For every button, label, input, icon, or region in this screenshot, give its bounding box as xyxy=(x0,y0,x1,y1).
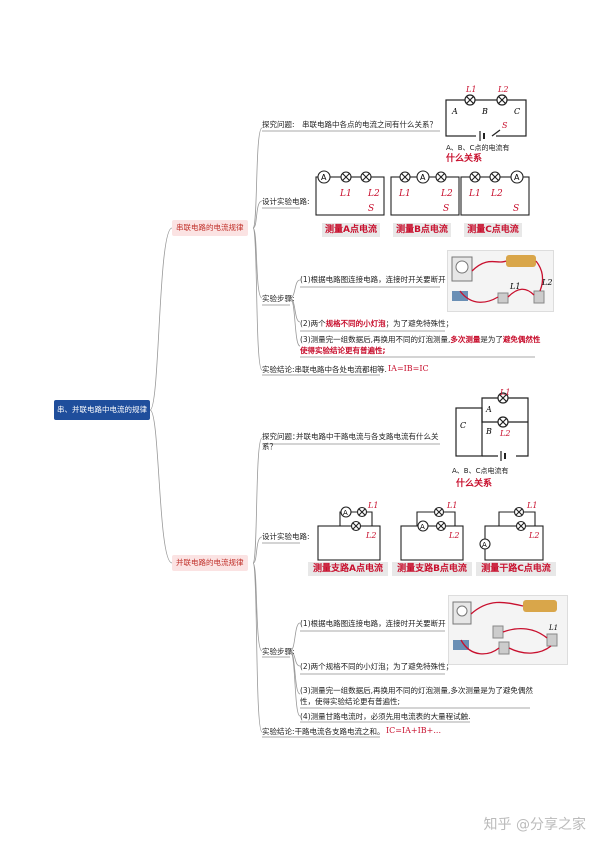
series-step-2-post: ；为了避免特殊性； xyxy=(385,319,454,328)
series-b-l1: L1 xyxy=(398,189,411,199)
photo-l2: L2 xyxy=(541,278,552,287)
parallel-explore-l2: L2 xyxy=(499,429,510,438)
parallel-a-l1: L1 xyxy=(367,501,378,510)
parallel-circuit-b: A L1 L2 xyxy=(400,501,464,561)
series-c-l2: L2 xyxy=(490,189,503,199)
series-design-label: 设计实验电路: xyxy=(262,197,310,206)
series-step-2-pre: (2)两个 xyxy=(300,319,326,328)
series-circuit-a: A L1 L2 S xyxy=(315,170,385,216)
series-explore-circuit: L1 L2 A B C S xyxy=(445,85,527,141)
parallel-b-l1: L1 xyxy=(446,501,457,510)
parallel-point-b: B xyxy=(485,427,492,436)
series-b-s: S xyxy=(443,204,449,214)
parallel-circuit-c: A L1 L2 xyxy=(479,501,544,561)
series-caption-c: 测量C点电流 xyxy=(464,223,522,237)
series-explore-caption-a: A、B、C点的电流有 xyxy=(446,144,510,152)
parallel-caption-c: 测量干路C点电流 xyxy=(476,562,556,576)
series-b-l2: L2 xyxy=(440,189,453,199)
parallel-a-l2: L2 xyxy=(365,531,376,540)
series-l1-label: L1 xyxy=(465,85,476,94)
series-caption-a: 测量A点电流 xyxy=(322,223,380,237)
series-circuit-c: A L1 L2 S xyxy=(460,170,530,216)
series-step-2-red: 规格不同的小灯泡 xyxy=(325,319,386,328)
ammeter-b-icon: A xyxy=(420,173,426,182)
point-a-label: A xyxy=(451,107,458,116)
series-step-2: (2)两个规格不同的小灯泡；为了避免特殊性； xyxy=(300,319,453,329)
watermark: 知乎 @分享之家 xyxy=(483,817,586,833)
parallel-b-l2: L2 xyxy=(448,531,459,540)
parallel-explore-text-1: 并联电路中干路电流与各支路电流有什么关 xyxy=(296,432,439,441)
parallel-c-ammeter-icon: A xyxy=(482,541,487,549)
parallel-a-ammeter-icon: A xyxy=(343,509,348,517)
series-step-3-line-1: (3)测量完一组数据后,再换用不同的灯泡测量,多次测量是为了避免偶然性 xyxy=(300,335,540,345)
series-step-3-mid: 是为了 xyxy=(480,335,503,344)
ammeter-c-icon: A xyxy=(514,173,520,182)
series-experiment-photo: L1 L2 xyxy=(447,250,554,312)
parallel-steps-label: 实验步骤: xyxy=(262,647,295,656)
parallel-step-2: (2)两个规格不同的小灯泡；为了避免特殊性； xyxy=(300,662,454,671)
parallel-design-label: 设计实验电路: xyxy=(262,532,310,541)
series-step-3-red: 多次测量 xyxy=(450,335,481,344)
parallel-caption-b: 测量支路B点电流 xyxy=(392,562,472,576)
parallel-b-ammeter-icon: A xyxy=(420,523,425,531)
series-step-3-red2: 避免偶然性 xyxy=(502,335,541,344)
series-steps-label: 实验步骤: xyxy=(262,294,295,303)
series-c-l1: L1 xyxy=(468,189,481,199)
parallel-explore-circuit: L1 L2 A B C xyxy=(455,388,529,461)
series-l2-label: L2 xyxy=(497,85,508,94)
point-c-label: C xyxy=(514,107,520,116)
series-formula: IA=IB=IC xyxy=(388,364,429,373)
series-explore-label: 探究问题: xyxy=(262,120,295,129)
parallel-c-l1: L1 xyxy=(526,501,537,510)
point-b-label: B xyxy=(481,107,488,116)
series-conclusion: 实验结论:串联电路中各处电流都相等. xyxy=(262,365,387,374)
parallel-step-3-line-1: (3)测量完一组数据后,再换用不同的灯泡测量,多次测量是为了避免偶然 xyxy=(300,686,533,695)
switch-s-label: S xyxy=(502,121,508,130)
parallel-caption-a: 测量支路A点电流 xyxy=(308,562,388,576)
parallel-photo-l1: L1 xyxy=(548,624,558,632)
parallel-step-1: (1)根据电路图连接电路，连接时开关要断开 xyxy=(300,619,446,628)
parallel-explore-l1: L1 xyxy=(499,388,510,397)
parallel-c-l2: L2 xyxy=(528,531,539,540)
parallel-point-a: A xyxy=(485,405,492,414)
photo-l1: L1 xyxy=(509,282,520,291)
root-node[interactable]: 串、并联电路中电流的规律 xyxy=(54,400,150,420)
series-circuit-b: A L1 L2 S xyxy=(390,170,460,216)
series-a-s: S xyxy=(368,204,374,214)
parallel-explore-caption-b: 什么关系 xyxy=(456,479,493,489)
ammeter-a-icon: A xyxy=(321,173,327,182)
series-explore-text: 串联电路中各点的电流之间有什么关系？ xyxy=(302,120,437,129)
parallel-point-c: C xyxy=(460,421,466,430)
parallel-step-4: (4)测量甘路电流时，必须先用电流表的大量程试触. xyxy=(300,712,471,721)
parallel-circuit-a: A L1 L2 xyxy=(317,501,381,561)
series-explore-caption-b: 什么关系 xyxy=(446,154,483,164)
series-c-s: S xyxy=(513,204,519,214)
parallel-explore-text-2: 系？ xyxy=(262,442,277,451)
series-a-l1: L1 xyxy=(339,189,352,199)
parallel-explore-caption-a: A、B、C点电流有 xyxy=(452,467,509,475)
parallel-explore-label: 探究问题： xyxy=(262,432,300,441)
branch-parallel[interactable]: 并联电路的电流规律 xyxy=(172,555,248,571)
parallel-experiment-photo: L1 xyxy=(448,595,568,665)
series-a-l2: L2 xyxy=(367,189,380,199)
series-step-3-line-2: 使得实验结论更有普遍性; xyxy=(300,346,386,355)
parallel-step-3-line-2: 性，使得实验结论更有普遍性; xyxy=(300,697,401,706)
branch-series[interactable]: 串联电路的电流规律 xyxy=(172,220,248,236)
parallel-conclusion: 实验结论:干路电流各支路电流之和。 xyxy=(262,727,385,736)
parallel-formula: IC=IA+IB+... xyxy=(386,726,441,735)
series-step-3-pre: (3)测量完一组数据后,再换用不同的灯泡测量, xyxy=(300,335,451,344)
series-caption-b: 测量B点电流 xyxy=(393,223,451,237)
series-step-1: (1)根据电路图连接电路，连接时开关要断开 xyxy=(300,275,446,284)
